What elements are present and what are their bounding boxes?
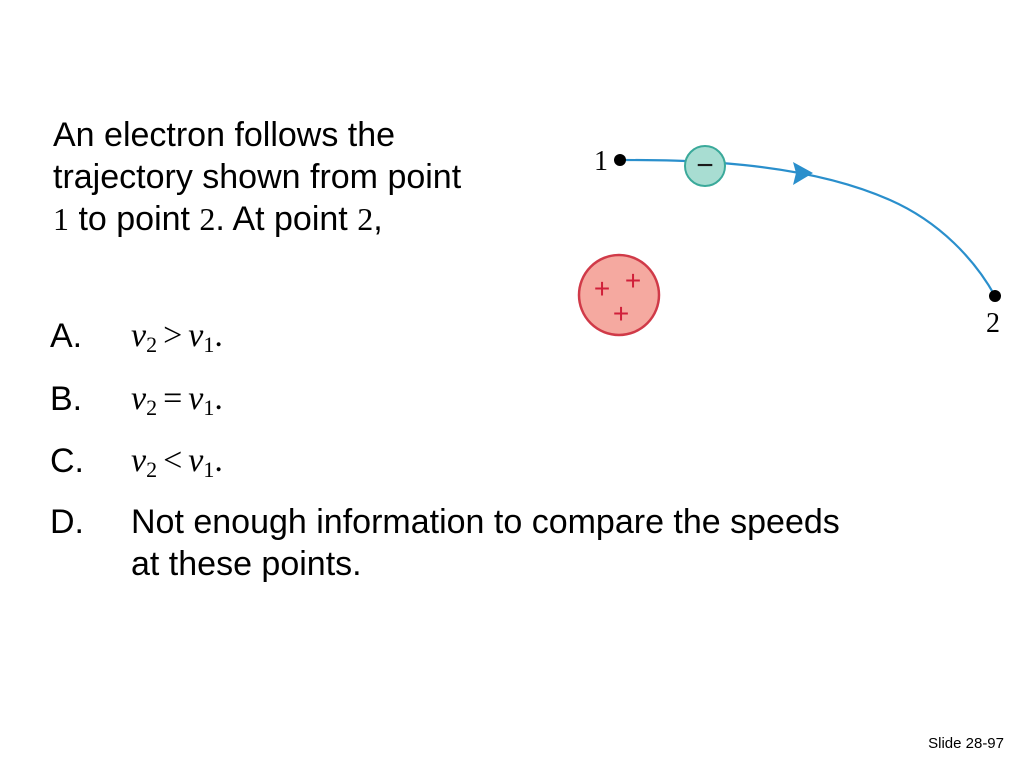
point-2-ref-second: 2 <box>357 201 374 237</box>
positive-charge <box>577 253 661 337</box>
var-v: v <box>188 442 204 479</box>
var-v: v <box>131 442 147 479</box>
point-2-ref: 2 <box>199 201 216 237</box>
var-v: v <box>131 380 147 417</box>
question-line-3: 1 to point 2. At point 2, <box>53 198 553 240</box>
var-v: v <box>188 317 204 354</box>
point-2-dot <box>989 290 1001 302</box>
var-v: v <box>188 380 204 417</box>
point-1-dot <box>614 154 626 166</box>
question-line-3-text-b: . At point <box>215 200 358 238</box>
period: . <box>214 442 223 479</box>
subscript: 1 <box>203 332 215 357</box>
question-text: An electron follows the trajectory shown… <box>53 114 553 240</box>
electron-sign: − <box>696 149 714 182</box>
positive-sign: + <box>594 273 610 304</box>
option-letter: B. <box>50 380 83 418</box>
trajectory-diagram: 1 2 − + + + <box>577 145 1001 339</box>
operator: = <box>163 380 183 417</box>
point-2-label: 2 <box>986 308 1000 339</box>
option-expression: v2>v1. <box>131 315 223 357</box>
point-1-ref: 1 <box>53 201 69 237</box>
electron-trajectory <box>619 158 996 297</box>
option-letter: D. <box>50 503 84 541</box>
subscript: 2 <box>146 395 158 420</box>
subscript: 2 <box>146 457 158 482</box>
positive-sign: + <box>625 265 641 296</box>
option-expression: v2<v1. <box>131 440 223 482</box>
option-letter: C. <box>50 442 84 480</box>
subscript: 2 <box>146 332 158 357</box>
point-1-label: 1 <box>594 146 608 177</box>
option-expression: v2=v1. <box>131 378 223 420</box>
slide-number: Slide 28-97 <box>928 735 1004 752</box>
positive-sign: + <box>613 298 629 329</box>
operator: < <box>163 442 183 479</box>
option-letter: A. <box>50 317 83 355</box>
subscript: 1 <box>203 395 215 420</box>
period: . <box>214 380 223 417</box>
question-line-3-text-a: to point <box>69 200 200 238</box>
question-line-1: An electron follows the <box>53 116 396 154</box>
period: . <box>214 317 223 354</box>
subscript: 1 <box>203 457 215 482</box>
question-line-2: trajectory shown from point <box>53 158 462 196</box>
var-v: v <box>131 317 147 354</box>
operator: > <box>163 317 183 354</box>
question-line-3-end: , <box>373 200 383 238</box>
electron-charge <box>684 145 726 187</box>
option-text: Not enough information to compare the sp… <box>131 503 840 583</box>
direction-arrow-icon <box>793 162 813 185</box>
